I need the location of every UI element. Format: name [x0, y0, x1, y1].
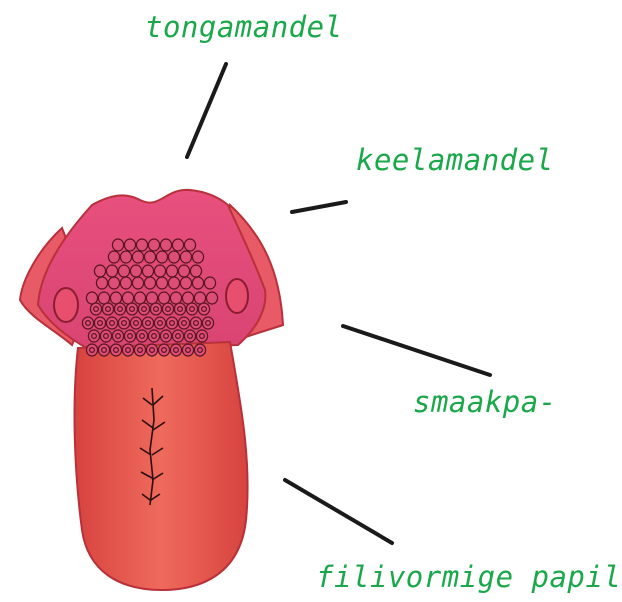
papilla: [184, 239, 195, 251]
papilla: [130, 265, 141, 277]
tongue-body: [75, 342, 248, 590]
papilla: [118, 317, 129, 329]
papilla: [88, 330, 99, 342]
papilla: [110, 344, 121, 356]
papilla: [178, 265, 189, 277]
papilla: [198, 303, 209, 315]
papilla: [108, 251, 119, 263]
papilla: [180, 251, 191, 263]
label-tongamandel: tongamandel: [145, 10, 343, 44]
papilla: [186, 303, 197, 315]
papilla: [122, 344, 133, 356]
papilla: [148, 330, 159, 342]
papilla: [98, 344, 109, 356]
papilla: [96, 277, 107, 289]
papilla: [130, 317, 141, 329]
papilla: [182, 344, 193, 356]
papilla: [166, 265, 177, 277]
papilla: [102, 303, 113, 315]
papilla: [168, 251, 179, 263]
papilla: [110, 292, 121, 304]
papilla: [172, 330, 183, 342]
papilla: [172, 239, 183, 251]
papilla: [98, 292, 109, 304]
label-keelamandel: keelamandel: [356, 143, 554, 177]
papilla: [106, 265, 117, 277]
papilla: [166, 317, 177, 329]
papilla: [106, 317, 117, 329]
papilla: [194, 292, 205, 304]
papilla: [156, 251, 167, 263]
papilla: [154, 317, 165, 329]
papilla: [162, 303, 173, 315]
papilla: [118, 265, 129, 277]
papilla: [202, 317, 213, 329]
papilla: [114, 303, 125, 315]
papilla: [160, 239, 171, 251]
papilla: [134, 292, 145, 304]
papilla: [194, 344, 205, 356]
papilla: [192, 277, 203, 289]
right-tonsil-oval: [226, 279, 248, 313]
leader-line-filivormige-papil: [285, 480, 392, 543]
papilla: [112, 239, 123, 251]
papilla: [144, 251, 155, 263]
papilla: [206, 292, 217, 304]
leader-line-tongamandel: [187, 64, 226, 157]
papilla: [170, 292, 181, 304]
label-filivormige-papil: filivormige papil: [316, 560, 621, 594]
papilla: [168, 277, 179, 289]
papilla: [184, 330, 195, 342]
papilla: [142, 265, 153, 277]
papilla: [158, 344, 169, 356]
papilla: [148, 239, 159, 251]
papilla: [156, 277, 167, 289]
papilla: [90, 303, 101, 315]
papilla: [132, 251, 143, 263]
papilla: [196, 330, 207, 342]
papilla: [180, 277, 191, 289]
papilla: [146, 292, 157, 304]
papilla: [120, 251, 131, 263]
papilla: [82, 317, 93, 329]
papilla: [94, 317, 105, 329]
papilla: [100, 330, 111, 342]
papilla: [204, 277, 215, 289]
leader-line-keelamandel: [292, 202, 346, 212]
papilla: [124, 239, 135, 251]
papilla: [178, 317, 189, 329]
papilla: [192, 251, 203, 263]
papilla: [86, 344, 97, 356]
papilla: [160, 330, 171, 342]
papilla: [174, 303, 185, 315]
papilla: [132, 277, 143, 289]
papilla: [136, 330, 147, 342]
papilla: [158, 292, 169, 304]
papilla: [144, 277, 155, 289]
left-tonsil-oval: [54, 288, 78, 322]
papilla: [126, 303, 137, 315]
leader-line-smaakpapil: [343, 326, 490, 375]
papilla: [142, 317, 153, 329]
papilla: [146, 344, 157, 356]
papilla: [120, 277, 131, 289]
papilla: [124, 330, 135, 342]
papilla: [138, 303, 149, 315]
papilla: [190, 265, 201, 277]
papilla: [150, 303, 161, 315]
papilla: [112, 330, 123, 342]
papilla: [136, 239, 147, 251]
papilla: [86, 292, 97, 304]
papilla: [122, 292, 133, 304]
papilla: [134, 344, 145, 356]
papilla: [94, 265, 105, 277]
label-smaakpapil: smaakpa-: [413, 385, 557, 419]
papilla: [182, 292, 193, 304]
papilla: [190, 317, 201, 329]
papilla: [170, 344, 181, 356]
papilla: [154, 265, 165, 277]
papilla: [108, 277, 119, 289]
